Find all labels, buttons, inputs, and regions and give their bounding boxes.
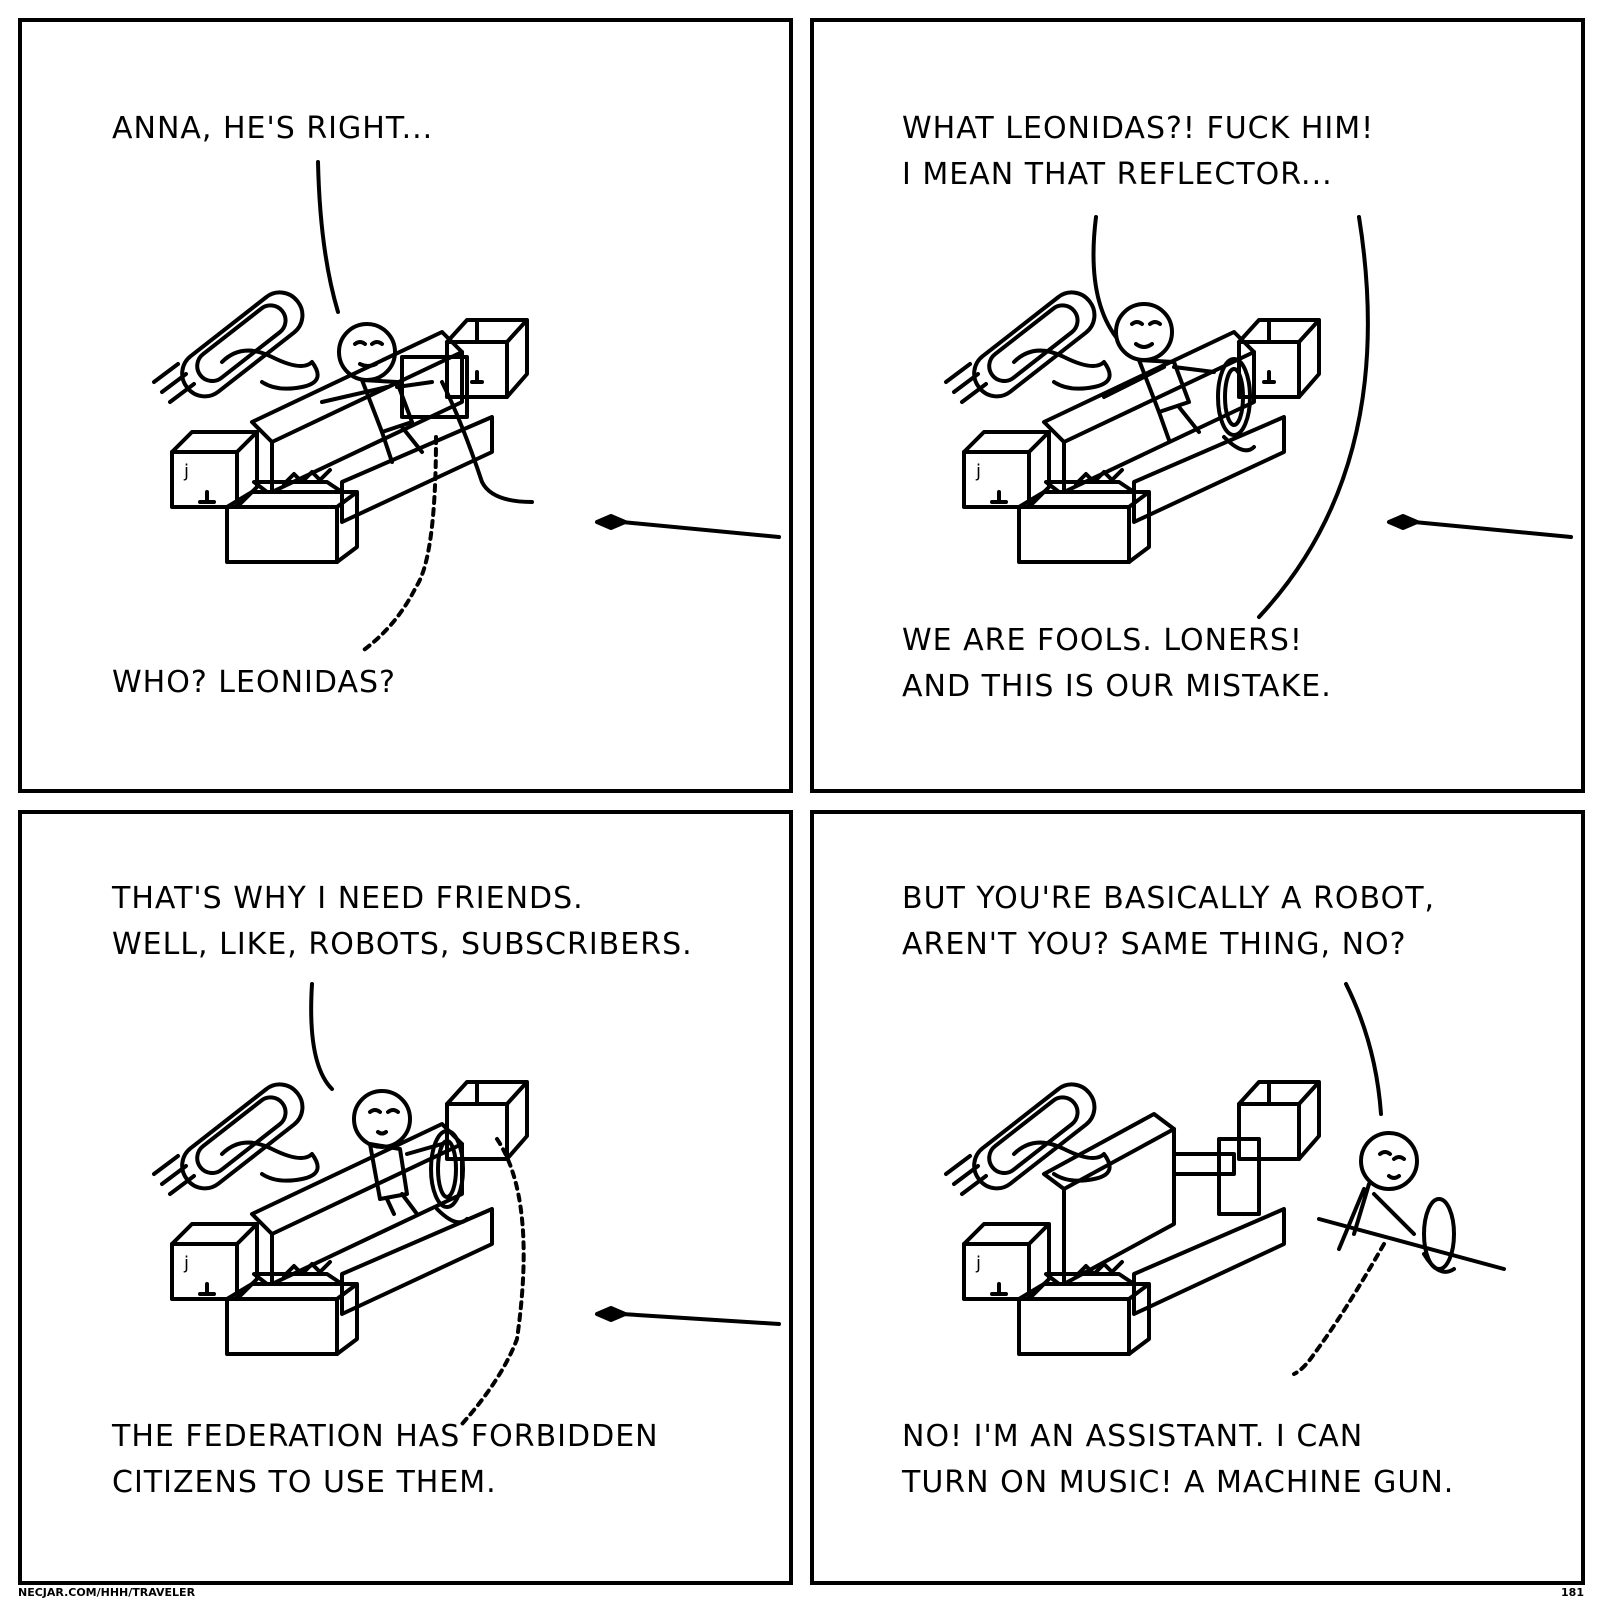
telescope-drawing — [152, 1082, 320, 1196]
stick-figure-drawing — [1317, 1131, 1506, 1274]
bench-drawing — [225, 330, 494, 564]
crates-drawing: j — [170, 1080, 529, 1301]
telescope-drawing — [944, 290, 1112, 404]
panel-3-caption-top: THAT'S WHY I NEED FRIENDS. WELL, LIKE, R… — [112, 881, 693, 962]
crates-drawing: j — [962, 318, 1321, 509]
panel-2-illustration: j — [944, 215, 1573, 619]
panel-4-caption-bottom: NO! I'M AN ASSISTANT. I CAN TURN ON MUSI… — [902, 1419, 1455, 1500]
speech-tail-top — [316, 160, 340, 314]
stick-figure-drawing — [320, 322, 534, 504]
pointer-arrow — [620, 1312, 781, 1326]
speech-tail-bottom — [1292, 1242, 1386, 1376]
telescope-drawing — [152, 290, 320, 404]
panel-2-caption-top: WHAT LEONIDAS?! FUCK HIM! I MEAN THAT RE… — [902, 111, 1375, 192]
comic-panel-4: j BUT YOU'RE BASICALLY A ROBOT, AREN'T Y… — [810, 810, 1585, 1585]
comic-panel-2: j WHAT LEONIDAS?! FUCK HIM! I MEAN THAT … — [810, 18, 1585, 793]
panel-3-illustration: j — [152, 982, 781, 1426]
stick-figure-drawing — [1102, 302, 1256, 453]
panel-2-caption-bottom: WE ARE FOOLS. LONERS! AND THIS IS OUR MI… — [902, 623, 1332, 704]
svg-text:j: j — [975, 461, 981, 482]
speech-tail-top — [309, 982, 334, 1091]
pointer-arrow — [1412, 520, 1573, 539]
comic-panel-3: j THAT'S WHY I NEED FRIENDS. WELL, LIKE,… — [18, 810, 793, 1585]
crates-drawing: j — [962, 1080, 1321, 1301]
panel-4-caption-top: BUT YOU'RE BASICALLY A ROBOT, AREN'T YOU… — [902, 881, 1436, 962]
page-number: 181 — [1561, 1586, 1584, 1599]
crates-drawing: j — [170, 318, 529, 509]
pointer-arrow — [620, 520, 781, 539]
bench-drawing — [1017, 1112, 1286, 1356]
comic-panel-1: j ANNA, HE'S RIGHT... WHO? LEONIDAS? — [18, 18, 793, 793]
svg-text:j: j — [975, 1253, 981, 1274]
panel-3-caption-bottom: THE FEDERATION HAS FORBIDDEN CITIZENS TO… — [112, 1419, 659, 1500]
speech-tail-long — [1257, 215, 1370, 619]
panel-1-caption-top: ANNA, HE'S RIGHT... — [112, 111, 434, 146]
panel-1-illustration: j — [152, 160, 781, 654]
svg-text:j: j — [183, 461, 189, 482]
speech-tail-top — [1344, 982, 1383, 1116]
stick-figure-drawing — [352, 1089, 469, 1225]
speech-tail-left — [1091, 215, 1118, 339]
footer-url[interactable]: NECJAR.COM/HHH/TRAVELER — [18, 1586, 196, 1599]
svg-text:j: j — [183, 1253, 189, 1274]
panel-4-illustration: j — [944, 982, 1506, 1376]
speech-tail-bottom — [460, 1137, 526, 1426]
speech-tail-bottom — [359, 435, 438, 654]
panel-1-caption-bottom: WHO? LEONIDAS? — [112, 665, 396, 700]
